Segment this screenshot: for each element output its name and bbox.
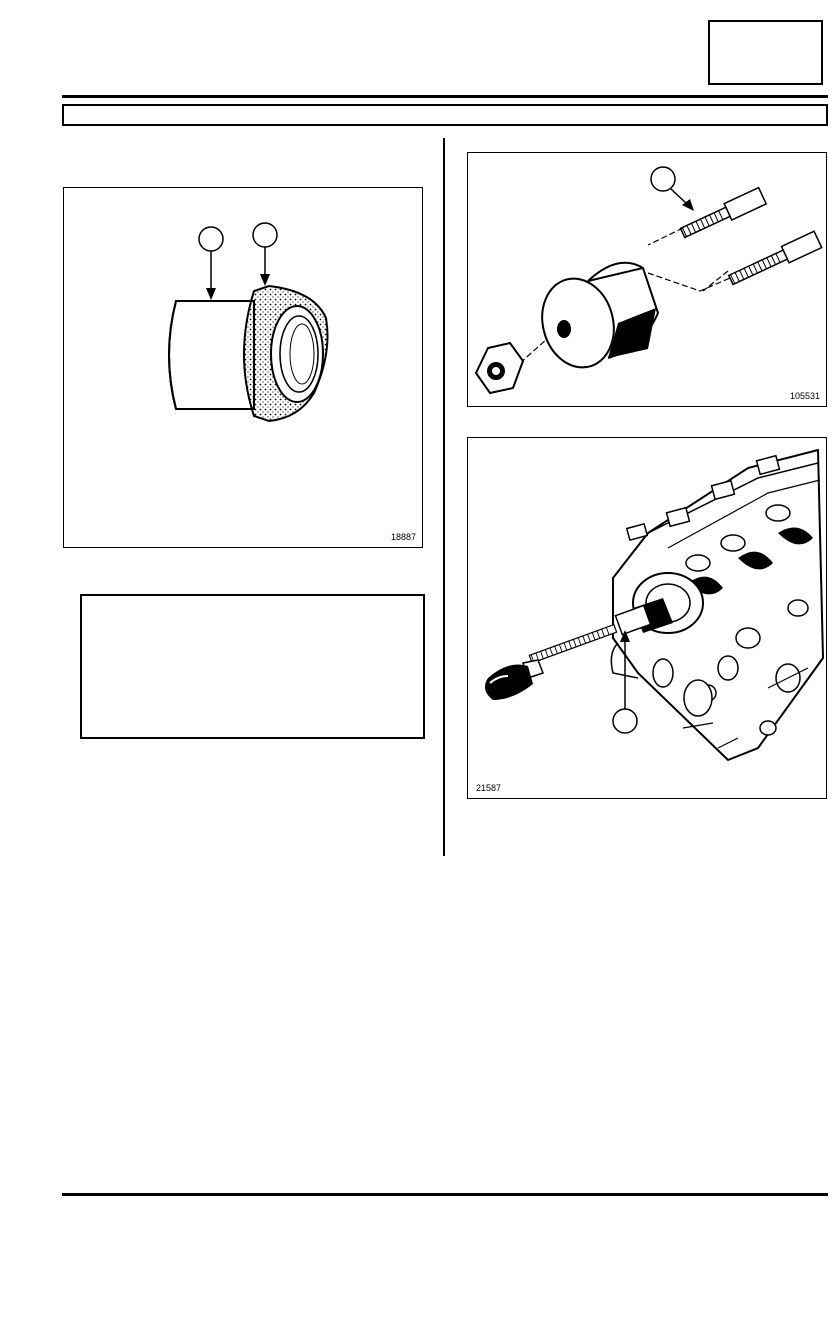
footer-rule <box>62 1193 828 1196</box>
chapter-box <box>708 20 823 85</box>
note-box <box>80 594 425 739</box>
callout-circle <box>612 708 638 734</box>
callout-circle <box>650 166 676 192</box>
figure-mandrel-kit: 105531 <box>467 152 827 407</box>
figure-ref: 21587 <box>476 783 502 793</box>
callout-circle <box>252 222 278 248</box>
cylinder-head-drawing <box>484 448 825 762</box>
figure-ref: 18887 <box>390 532 416 542</box>
figure-seal-ring: 18887 <box>63 187 423 548</box>
figure-cylinder-head: 21587 <box>467 437 827 799</box>
figure-ref: 105531 <box>789 391 820 401</box>
column-divider <box>443 138 445 856</box>
header-rule <box>62 95 828 98</box>
title-bar <box>62 104 828 126</box>
mandrel-kit-drawing <box>474 166 823 395</box>
seal-ring-drawing <box>168 222 329 423</box>
callout-circle <box>198 226 224 252</box>
